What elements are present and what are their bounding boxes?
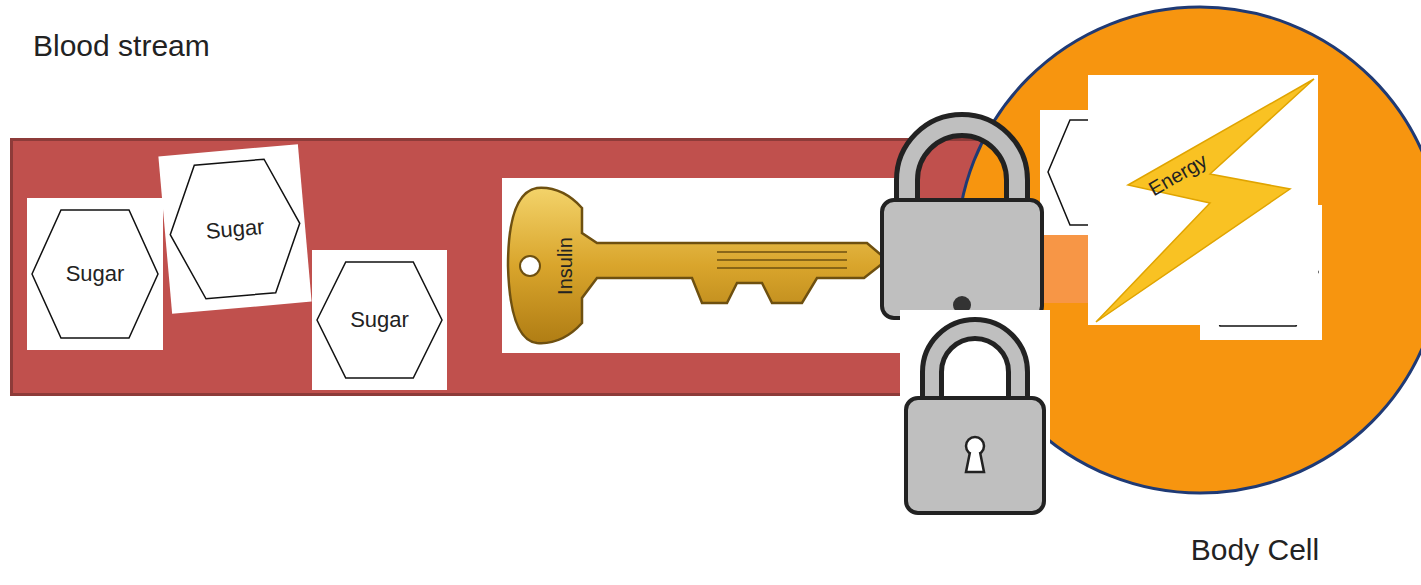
energy-bolt: Energy: [1088, 75, 1318, 325]
lightning-bolt: [1096, 79, 1314, 322]
hexagon-outline: [317, 262, 442, 378]
sugar-molecule: Sugar: [158, 144, 311, 314]
hexagon-outline: [164, 157, 305, 302]
cell-heading: Body Cell: [1191, 533, 1319, 568]
energy-bolt-outline: [1088, 75, 1318, 325]
key-body: [508, 188, 887, 343]
sugar-molecule: Sugar: [312, 250, 447, 390]
band-heading: Blood stream: [33, 29, 210, 64]
key-groove: [717, 267, 847, 269]
sugar-label: Sugar: [66, 261, 125, 286]
key-hole: [520, 256, 540, 276]
sugar-label: Sugar: [205, 214, 266, 244]
sugar-label: Sugar: [350, 307, 409, 332]
hexagon-outline: [32, 210, 158, 338]
sugar-molecule: Sugar: [27, 198, 163, 350]
body-cell: EnergyBody Cell: [955, 5, 1421, 495]
key-groove: [717, 259, 847, 261]
insulin-key: Insulin: [502, 178, 900, 353]
blood-stream-band: SugarSugarSugarInsulinBlood stream: [10, 138, 985, 396]
cell-membrane: [957, 7, 1421, 493]
key-groove: [717, 251, 847, 253]
key-label: Insulin: [554, 237, 577, 295]
